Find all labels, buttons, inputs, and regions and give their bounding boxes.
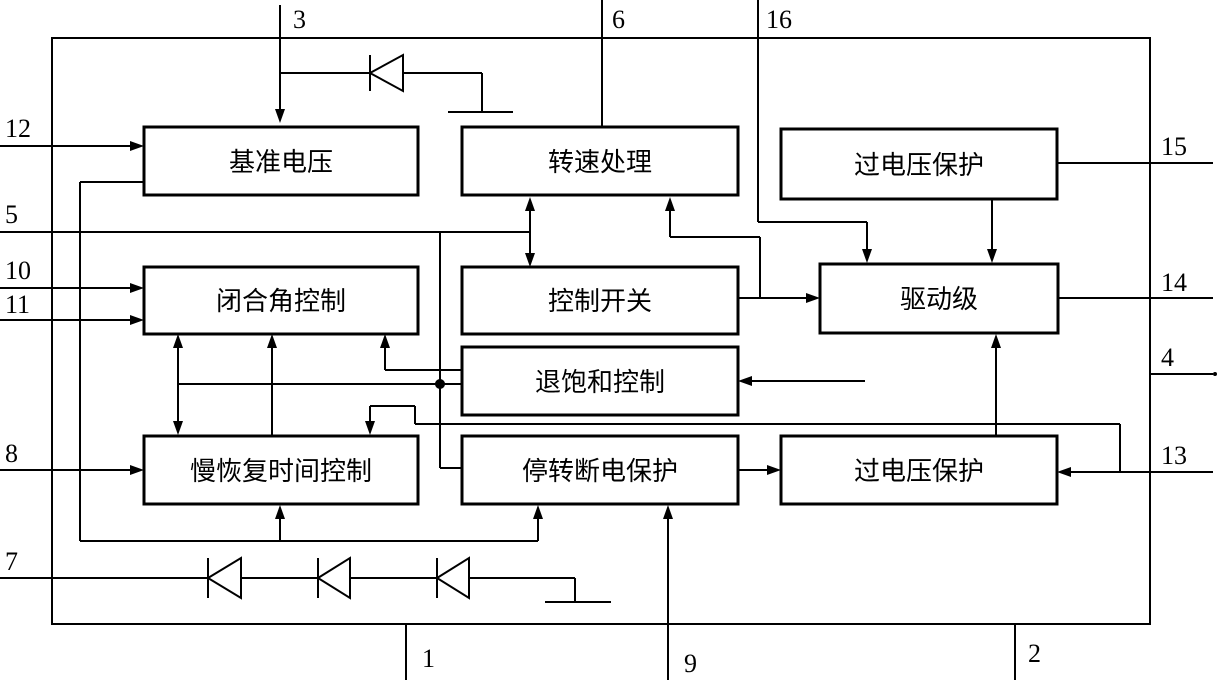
pin-label-6: 6 xyxy=(612,5,625,34)
pin-label-15: 15 xyxy=(1161,132,1187,161)
pin-labels: 3 6 16 12 15 5 10 11 14 4 8 13 7 1 9 2 xyxy=(5,5,1187,678)
pin-label-13: 13 xyxy=(1161,441,1187,470)
block-control-switch: 控制开关 xyxy=(460,265,740,336)
diode-icon xyxy=(435,556,470,600)
pin-label-4: 4 xyxy=(1161,343,1174,372)
block-stall-protection-label: 停转断电保护 xyxy=(522,457,678,487)
pin-label-11: 11 xyxy=(5,290,30,319)
top-diode-ground xyxy=(280,72,513,113)
block-desaturation-control: 退饱和控制 xyxy=(460,345,740,417)
block-speed-processing-label: 转速处理 xyxy=(548,148,652,178)
block-dwell-control-label: 闭合角控制 xyxy=(216,287,346,317)
internal-wiring xyxy=(79,181,1121,542)
block-overvoltage-bottom: 过电压保护 xyxy=(779,434,1059,506)
block-driver-label: 驱动级 xyxy=(900,285,978,315)
pin-label-5: 5 xyxy=(5,200,18,229)
pin-label-8: 8 xyxy=(5,439,18,468)
pin-label-2: 2 xyxy=(1028,639,1041,668)
block-slow-recovery-control-label: 慢恢复时间控制 xyxy=(190,457,372,487)
ground-icon xyxy=(545,578,611,603)
block-speed-processing: 转速处理 xyxy=(460,125,740,197)
block-slow-recovery-control: 慢恢复时间控制 xyxy=(142,434,420,506)
block-driver: 驱动级 xyxy=(818,262,1060,335)
diode-icon xyxy=(367,53,404,93)
block-control-switch-label: 控制开关 xyxy=(548,287,652,317)
pin-label-14: 14 xyxy=(1161,268,1187,297)
block-overvoltage-bottom-label: 过电压保护 xyxy=(854,457,984,487)
block-dwell-control: 闭合角控制 xyxy=(142,265,420,336)
diode-icon xyxy=(316,556,351,600)
block-ref-voltage: 基准电压 xyxy=(142,125,420,197)
pin-label-10: 10 xyxy=(5,256,31,285)
pin-label-1: 1 xyxy=(422,644,435,673)
pin-label-3: 3 xyxy=(293,5,306,34)
block-overvoltage-top: 过电压保护 xyxy=(779,127,1059,201)
pin-label-7: 7 xyxy=(5,547,18,576)
block-stall-protection: 停转断电保护 xyxy=(460,434,740,506)
pin-label-16: 16 xyxy=(766,5,792,34)
pin-label-12: 12 xyxy=(5,114,31,143)
diode-icon xyxy=(206,556,242,600)
block-overvoltage-top-label: 过电压保护 xyxy=(854,151,984,181)
pin-label-9: 9 xyxy=(684,649,697,678)
block-ref-voltage-label: 基准电压 xyxy=(229,148,333,178)
block-desaturation-control-label: 退饱和控制 xyxy=(535,368,665,398)
